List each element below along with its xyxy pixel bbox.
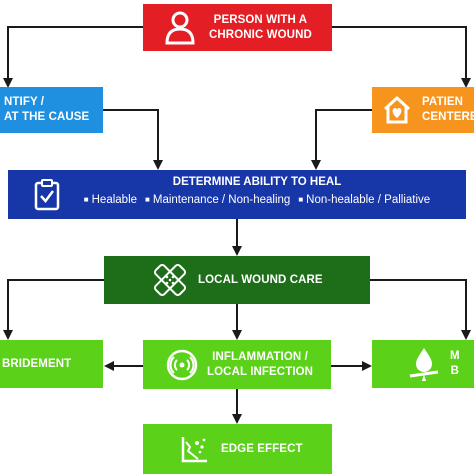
cause-label-line2: AT THE CAUSE — [4, 111, 90, 123]
arrow-patient-to-heal — [311, 109, 372, 170]
moisture-label-line2: B — [450, 365, 460, 377]
heal-option-healable: Healable — [84, 194, 137, 206]
bandage-icon — [152, 262, 188, 298]
heal-option-maintenance: Maintenance / Non-healing — [145, 194, 290, 206]
node-inflammation-infection: INFLAMMATION / LOCAL INFECTION — [143, 340, 331, 389]
arrow-cause-to-heal — [103, 109, 163, 170]
heal-title: DETERMINE ABILITY TO HEAL — [172, 176, 342, 188]
node-patient-centered: PATIEN CENTERE — [372, 87, 474, 133]
node-debridement: BRIDEMENT — [0, 340, 103, 388]
house-heart-icon — [382, 94, 412, 126]
edge-effect-label: EDGE EFFECT — [221, 442, 303, 455]
arrow-person-to-patient — [332, 26, 471, 88]
arrow-local-to-debridement — [3, 279, 104, 340]
inflammation-label-line1: INFLAMMATION / — [212, 350, 308, 363]
person-label-line1: PERSON WITH A — [213, 13, 308, 26]
node-determine-ability-to-heal: DETERMINE ABILITY TO HEAL Healable Maint… — [8, 170, 466, 219]
person-icon — [163, 11, 197, 45]
node-moisture-balance: M B — [372, 340, 474, 388]
patient-label-line1: PATIEN — [422, 96, 464, 108]
node-identify-cause: NTIFY / AT THE CAUSE — [0, 87, 103, 133]
local-care-label: LOCAL WOUND CARE — [198, 273, 323, 286]
patient-label-line2: CENTERE — [422, 111, 474, 123]
debridement-label: BRIDEMENT — [2, 357, 72, 370]
drop-balance-icon — [406, 346, 442, 382]
clipboard-check-icon — [32, 178, 62, 212]
node-person-chronic-wound: PERSON WITH A CHRONIC WOUND — [143, 4, 332, 51]
person-label-line2: CHRONIC WOUND — [209, 28, 312, 41]
arrow-local-to-moisture — [370, 279, 471, 340]
node-local-wound-care: LOCAL WOUND CARE — [104, 256, 370, 304]
node-edge-effect: EDGE EFFECT — [143, 424, 332, 474]
signal-circle-icon — [165, 348, 199, 382]
edge-icon — [179, 433, 211, 465]
arrow-person-to-cause — [3, 26, 143, 88]
heal-option-palliative: Non-healable / Palliative — [298, 194, 430, 206]
cause-label-line1: NTIFY / — [4, 96, 45, 108]
moisture-label-line1: M — [450, 350, 460, 362]
inflammation-label-line2: LOCAL INFECTION — [207, 365, 314, 378]
